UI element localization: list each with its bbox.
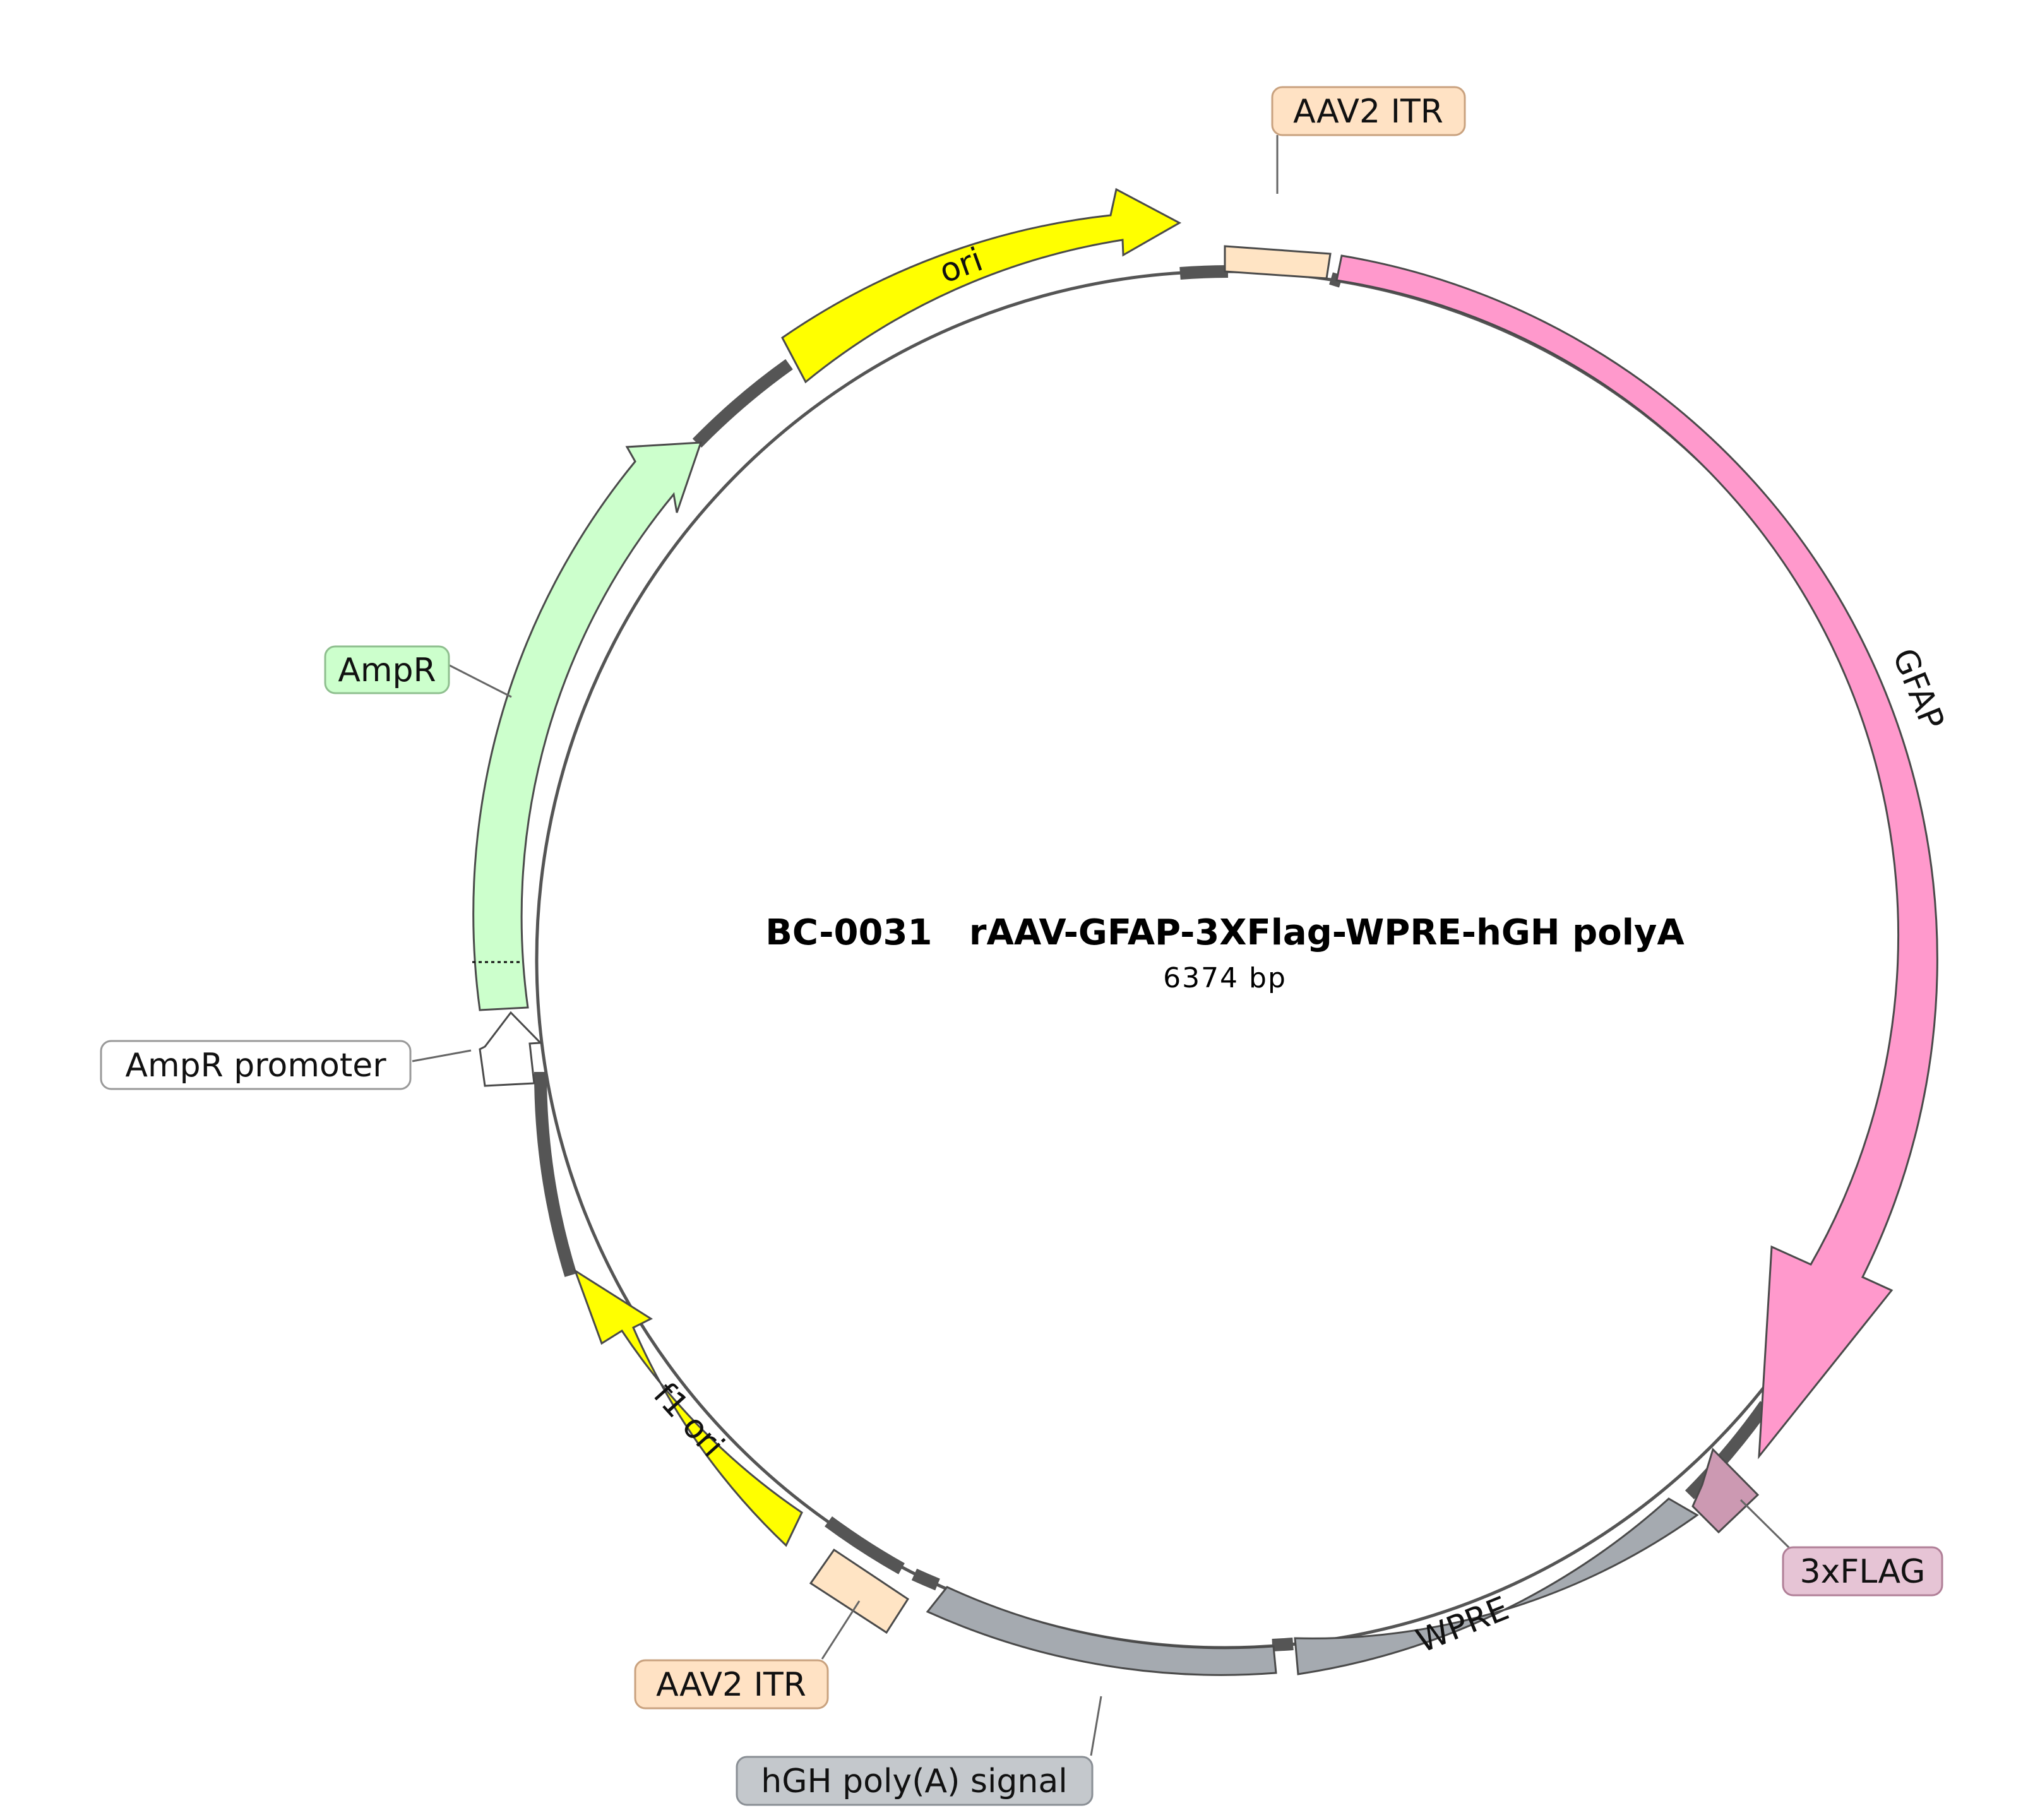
spacer-segments (534, 265, 1771, 1651)
callout-label: AmpR promoter (125, 1047, 386, 1085)
feature-ori[interactable] (781, 187, 1182, 384)
callouts: AAV2 ITR AmpR AmpR promoter 3xFLAG AAV2 … (100, 86, 1943, 1806)
callout-label: AmpR (338, 651, 436, 689)
map-subtitle: 6374 bp (1163, 962, 1287, 994)
callout-box (1782, 1546, 1943, 1597)
callout-label: AAV2 ITR (1293, 93, 1443, 131)
callout-box (324, 645, 450, 694)
feature-label-wpre: WPRE (1411, 1590, 1514, 1660)
spacer-segment-top (1179, 265, 1229, 280)
callout-box (100, 1040, 412, 1090)
spacer-segment-bottom-a (911, 1568, 940, 1591)
feature-f1-ori[interactable] (573, 1268, 803, 1547)
spacer-segment-bottom-b (1272, 1638, 1294, 1651)
callout-label: 3xFLAG (1800, 1553, 1926, 1591)
feature-3xflag[interactable] (1691, 1448, 1760, 1534)
feature-aav2-itr-top[interactable] (1224, 245, 1332, 280)
callout-aav2-itr-top[interactable]: AAV2 ITR (1271, 86, 1466, 136)
leader-ampr (449, 664, 512, 698)
leader-aav2-itr-bottom (821, 1600, 861, 1660)
feature-aav2-itr-bottom[interactable] (809, 1548, 910, 1634)
map-title-group: BC-0031 rAAV-GFAP-3XFlag-WPRE-hGH polyA … (765, 912, 1685, 994)
callout-3xflag[interactable]: 3xFLAG (1782, 1546, 1943, 1597)
callout-ampr[interactable]: AmpR (324, 645, 450, 694)
leader-ampr-promoter (412, 1049, 472, 1062)
callout-hgh-polya[interactable]: hGH poly(A) signal (736, 1756, 1094, 1806)
feature-ampr[interactable] (472, 441, 703, 1011)
feature-ampr-promoter[interactable] (479, 1011, 543, 1087)
callout-box (1271, 86, 1466, 136)
leader-hgh-polya (1090, 1696, 1102, 1756)
feature-hgh-polya[interactable] (926, 1586, 1277, 1676)
spacer-segment-upper-left (692, 359, 793, 448)
spacer-segment-lower-left (825, 1516, 905, 1574)
callout-box (736, 1756, 1094, 1806)
feature-gfap[interactable] (1335, 254, 1938, 1460)
leader-3xflag (1739, 1499, 1791, 1550)
features (472, 187, 1938, 1676)
plasmid-backbone (535, 270, 1915, 1650)
callout-leaders (412, 135, 1791, 1756)
feature-wpre[interactable] (1294, 1497, 1699, 1675)
spacer-segment-lower-right (1685, 1401, 1771, 1500)
map-title: BC-0031 rAAV-GFAP-3XFlag-WPRE-hGH polyA (765, 912, 1685, 953)
callout-aav2-itr-bottom[interactable]: AAV2 ITR (634, 1659, 829, 1710)
callout-box (634, 1659, 829, 1710)
spacer-segment-left (534, 1071, 577, 1277)
callout-label: AAV2 ITR (656, 1666, 806, 1704)
callout-label: hGH poly(A) signal (761, 1763, 1067, 1800)
callout-ampr-promoter[interactable]: AmpR promoter (100, 1040, 412, 1090)
